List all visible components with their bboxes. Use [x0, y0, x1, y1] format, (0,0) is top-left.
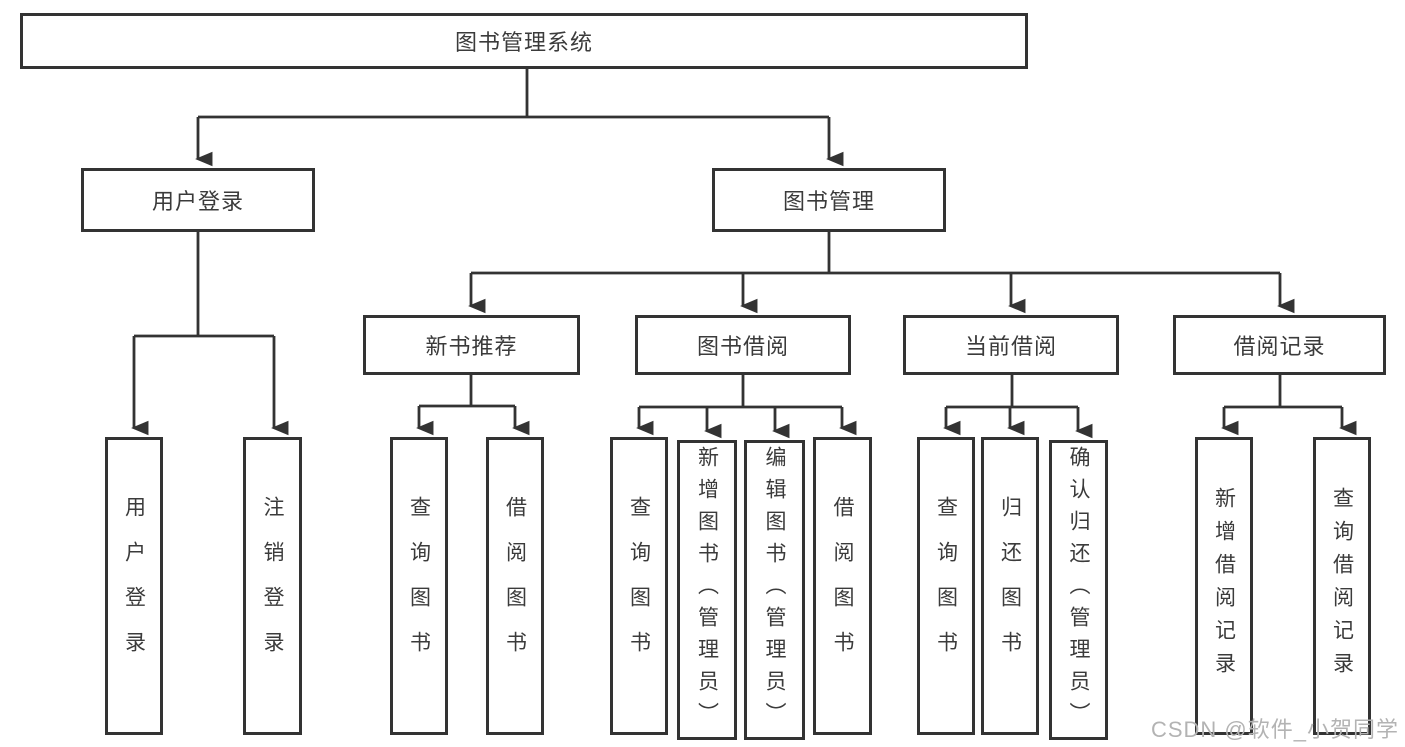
node-new-book-recommend: 新书推荐 [363, 315, 580, 375]
leaf-add-books-admin: 新增图书（管理员） [677, 440, 737, 740]
node-borrow-record: 借阅记录 [1173, 315, 1386, 375]
leaf-confirm-return-admin: 确认归还（管理员） [1049, 440, 1108, 740]
node-book-borrow: 图书借阅 [635, 315, 851, 375]
node-library-management-system: 图书管理系统 [20, 13, 1028, 69]
leaf-query-books-current: 查询图书 [917, 437, 975, 735]
leaf-logout: 注销登录 [243, 437, 302, 735]
leaf-query-borrow-record: 查询借阅记录 [1313, 437, 1371, 735]
node-user-login: 用户登录 [81, 168, 315, 232]
leaf-user-login: 用户登录 [105, 437, 163, 735]
leaf-return-books: 归还图书 [981, 437, 1039, 735]
node-current-borrow: 当前借阅 [903, 315, 1119, 375]
leaf-borrow-books: 借阅图书 [813, 437, 872, 735]
leaf-query-books-recommend: 查询图书 [390, 437, 448, 735]
leaf-add-borrow-record: 新增借阅记录 [1195, 437, 1253, 735]
csdn-watermark: CSDN @软件_小贺同学 [1150, 717, 1399, 742]
leaf-query-books-borrow: 查询图书 [610, 437, 668, 735]
leaf-edit-books-admin: 编辑图书（管理员） [744, 440, 805, 740]
node-book-management: 图书管理 [712, 168, 946, 232]
leaf-borrow-books-recommend: 借阅图书 [486, 437, 544, 735]
